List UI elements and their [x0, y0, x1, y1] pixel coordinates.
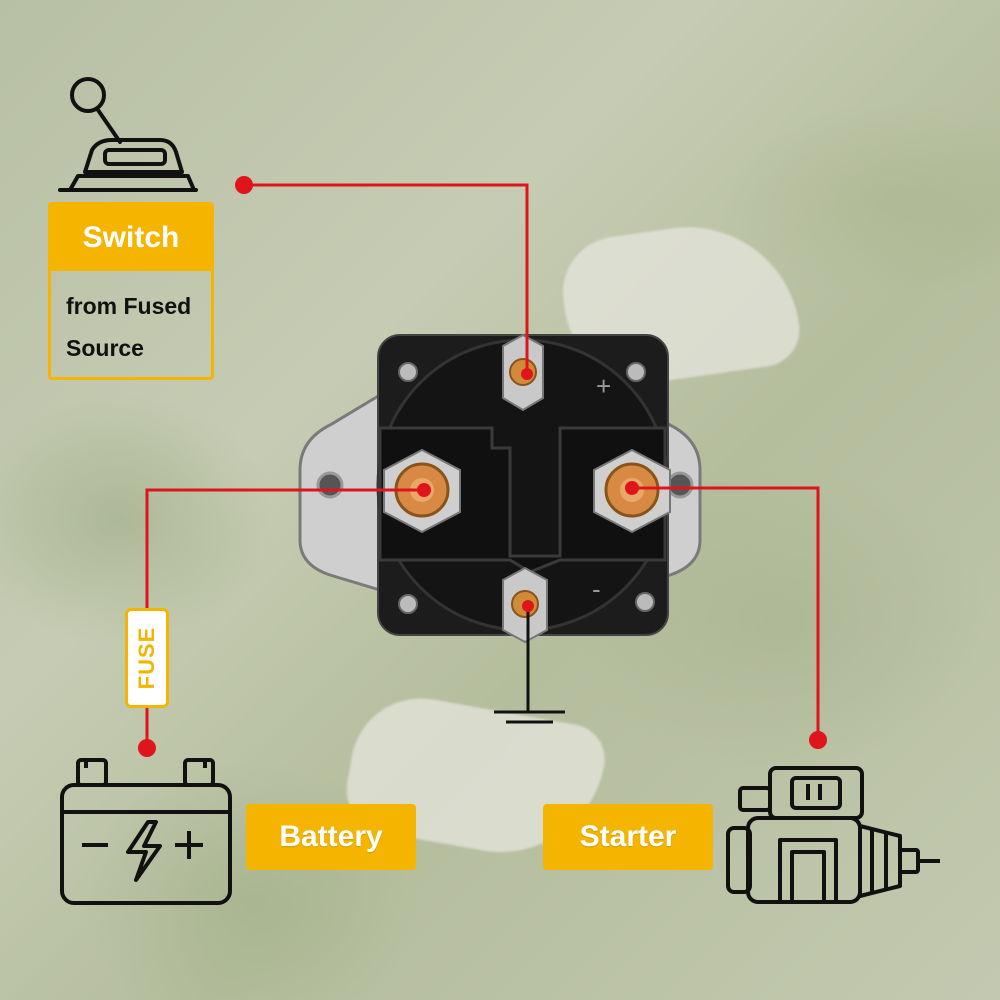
ground-icon	[494, 710, 565, 724]
fuse-box: FUSE	[125, 608, 169, 708]
switch-card: Switch from Fused Source	[48, 202, 214, 380]
battery-icon	[60, 758, 232, 905]
lever-switch-icon	[58, 77, 198, 192]
switch-desc-line1: from Fused	[66, 293, 192, 319]
wires	[145, 183, 820, 748]
switch-label: Switch	[51, 205, 211, 271]
wire-starter	[632, 486, 820, 740]
wire-dots	[138, 176, 827, 757]
starter-label: Starter	[543, 804, 713, 870]
negative-mark: -	[592, 574, 601, 604]
switch-desc-line2: Source	[66, 335, 144, 361]
flange-hole-right	[666, 471, 694, 499]
wire-battery-upper	[145, 488, 424, 610]
flange-hole-left	[316, 471, 344, 499]
lightning-icon	[126, 820, 162, 882]
switch-description: from Fused Source	[66, 285, 216, 369]
positive-mark: +	[596, 371, 611, 401]
wire-switch	[244, 183, 529, 374]
fuse-label: FUSE	[134, 626, 159, 690]
battery-label: Battery	[246, 804, 416, 870]
starter-motor-icon	[726, 766, 940, 904]
